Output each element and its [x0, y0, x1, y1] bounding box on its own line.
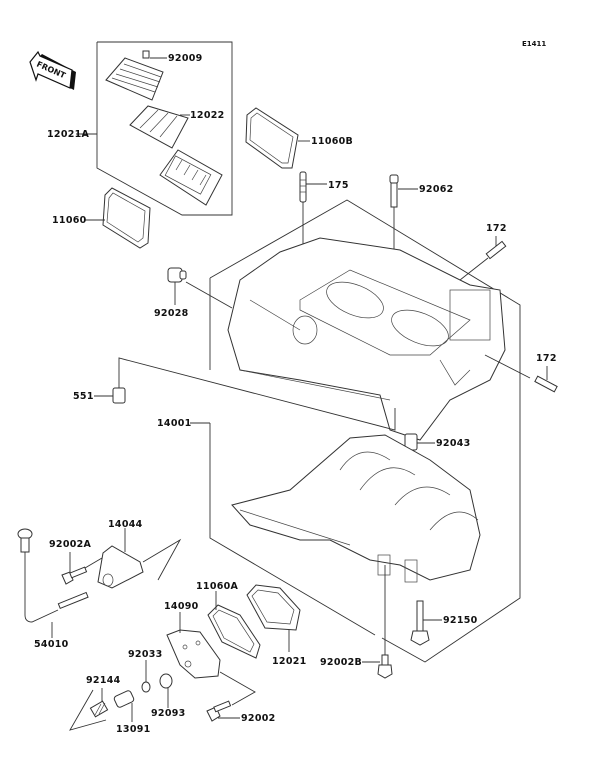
gasket-11060A [207, 591, 261, 659]
label-92093: 92093 [151, 708, 186, 719]
label-551: 551 [73, 391, 94, 402]
reed-valve-group [76, 41, 233, 216]
bushing-92093 [159, 673, 173, 708]
front-arrow-icon: FRONT [29, 50, 76, 90]
upper-crankcase [227, 237, 506, 441]
lower-crankcase [231, 434, 481, 583]
label-92043: 92043 [436, 438, 471, 449]
label-172-top: 172 [486, 223, 507, 234]
spring-92144 [69, 688, 109, 731]
bolt-92150 [410, 600, 442, 646]
label-92002A: 92002A [49, 539, 92, 550]
label-172-right: 172 [536, 353, 557, 364]
label-92144: 92144 [86, 675, 121, 686]
label-14001: 14001 [157, 418, 192, 429]
cover-12021 [246, 584, 301, 652]
label-92009: 92009 [168, 53, 203, 64]
diagram-code: E1411 [522, 40, 546, 48]
label-54010: 54010 [34, 639, 69, 650]
bolt-92002B [362, 565, 393, 679]
reed-stopper-icon [105, 57, 164, 101]
label-92033: 92033 [128, 649, 163, 660]
label-12022: 12022 [190, 110, 225, 121]
label-92062: 92062 [419, 184, 454, 195]
label-11060B: 11060B [311, 136, 353, 147]
label-11060A: 11060A [196, 581, 239, 592]
reed-block-icon [159, 149, 223, 206]
washer-92033 [141, 660, 151, 693]
stud-172-right [484, 354, 558, 393]
bolt-92062 [389, 174, 418, 255]
label-92002B: 92002B [320, 657, 362, 668]
bracket-14044 [97, 528, 182, 589]
gasket-11060B [245, 107, 310, 169]
label-12021A: 12021A [47, 129, 90, 140]
label-92002: 92002 [241, 713, 276, 724]
label-13091: 13091 [116, 724, 151, 735]
reed-petal-icon [129, 105, 189, 149]
label-92028: 92028 [154, 308, 189, 319]
plug-92028 [167, 267, 233, 309]
label-92150: 92150 [443, 615, 478, 626]
gasket-11060 [84, 187, 151, 249]
plate-14090 [166, 612, 256, 706]
collar-13091 [113, 690, 135, 722]
label-175: 175 [328, 180, 349, 191]
label-11060: 11060 [52, 215, 87, 226]
screw-icon [142, 50, 150, 59]
stud-172-top [459, 236, 507, 281]
bolt-92002A [61, 552, 103, 585]
label-14044: 14044 [108, 519, 143, 530]
label-12021: 12021 [272, 656, 307, 667]
bolt-92002 [206, 700, 240, 722]
label-14090: 14090 [164, 601, 199, 612]
cable-54010 [17, 528, 89, 638]
dowel-551 [94, 357, 396, 431]
